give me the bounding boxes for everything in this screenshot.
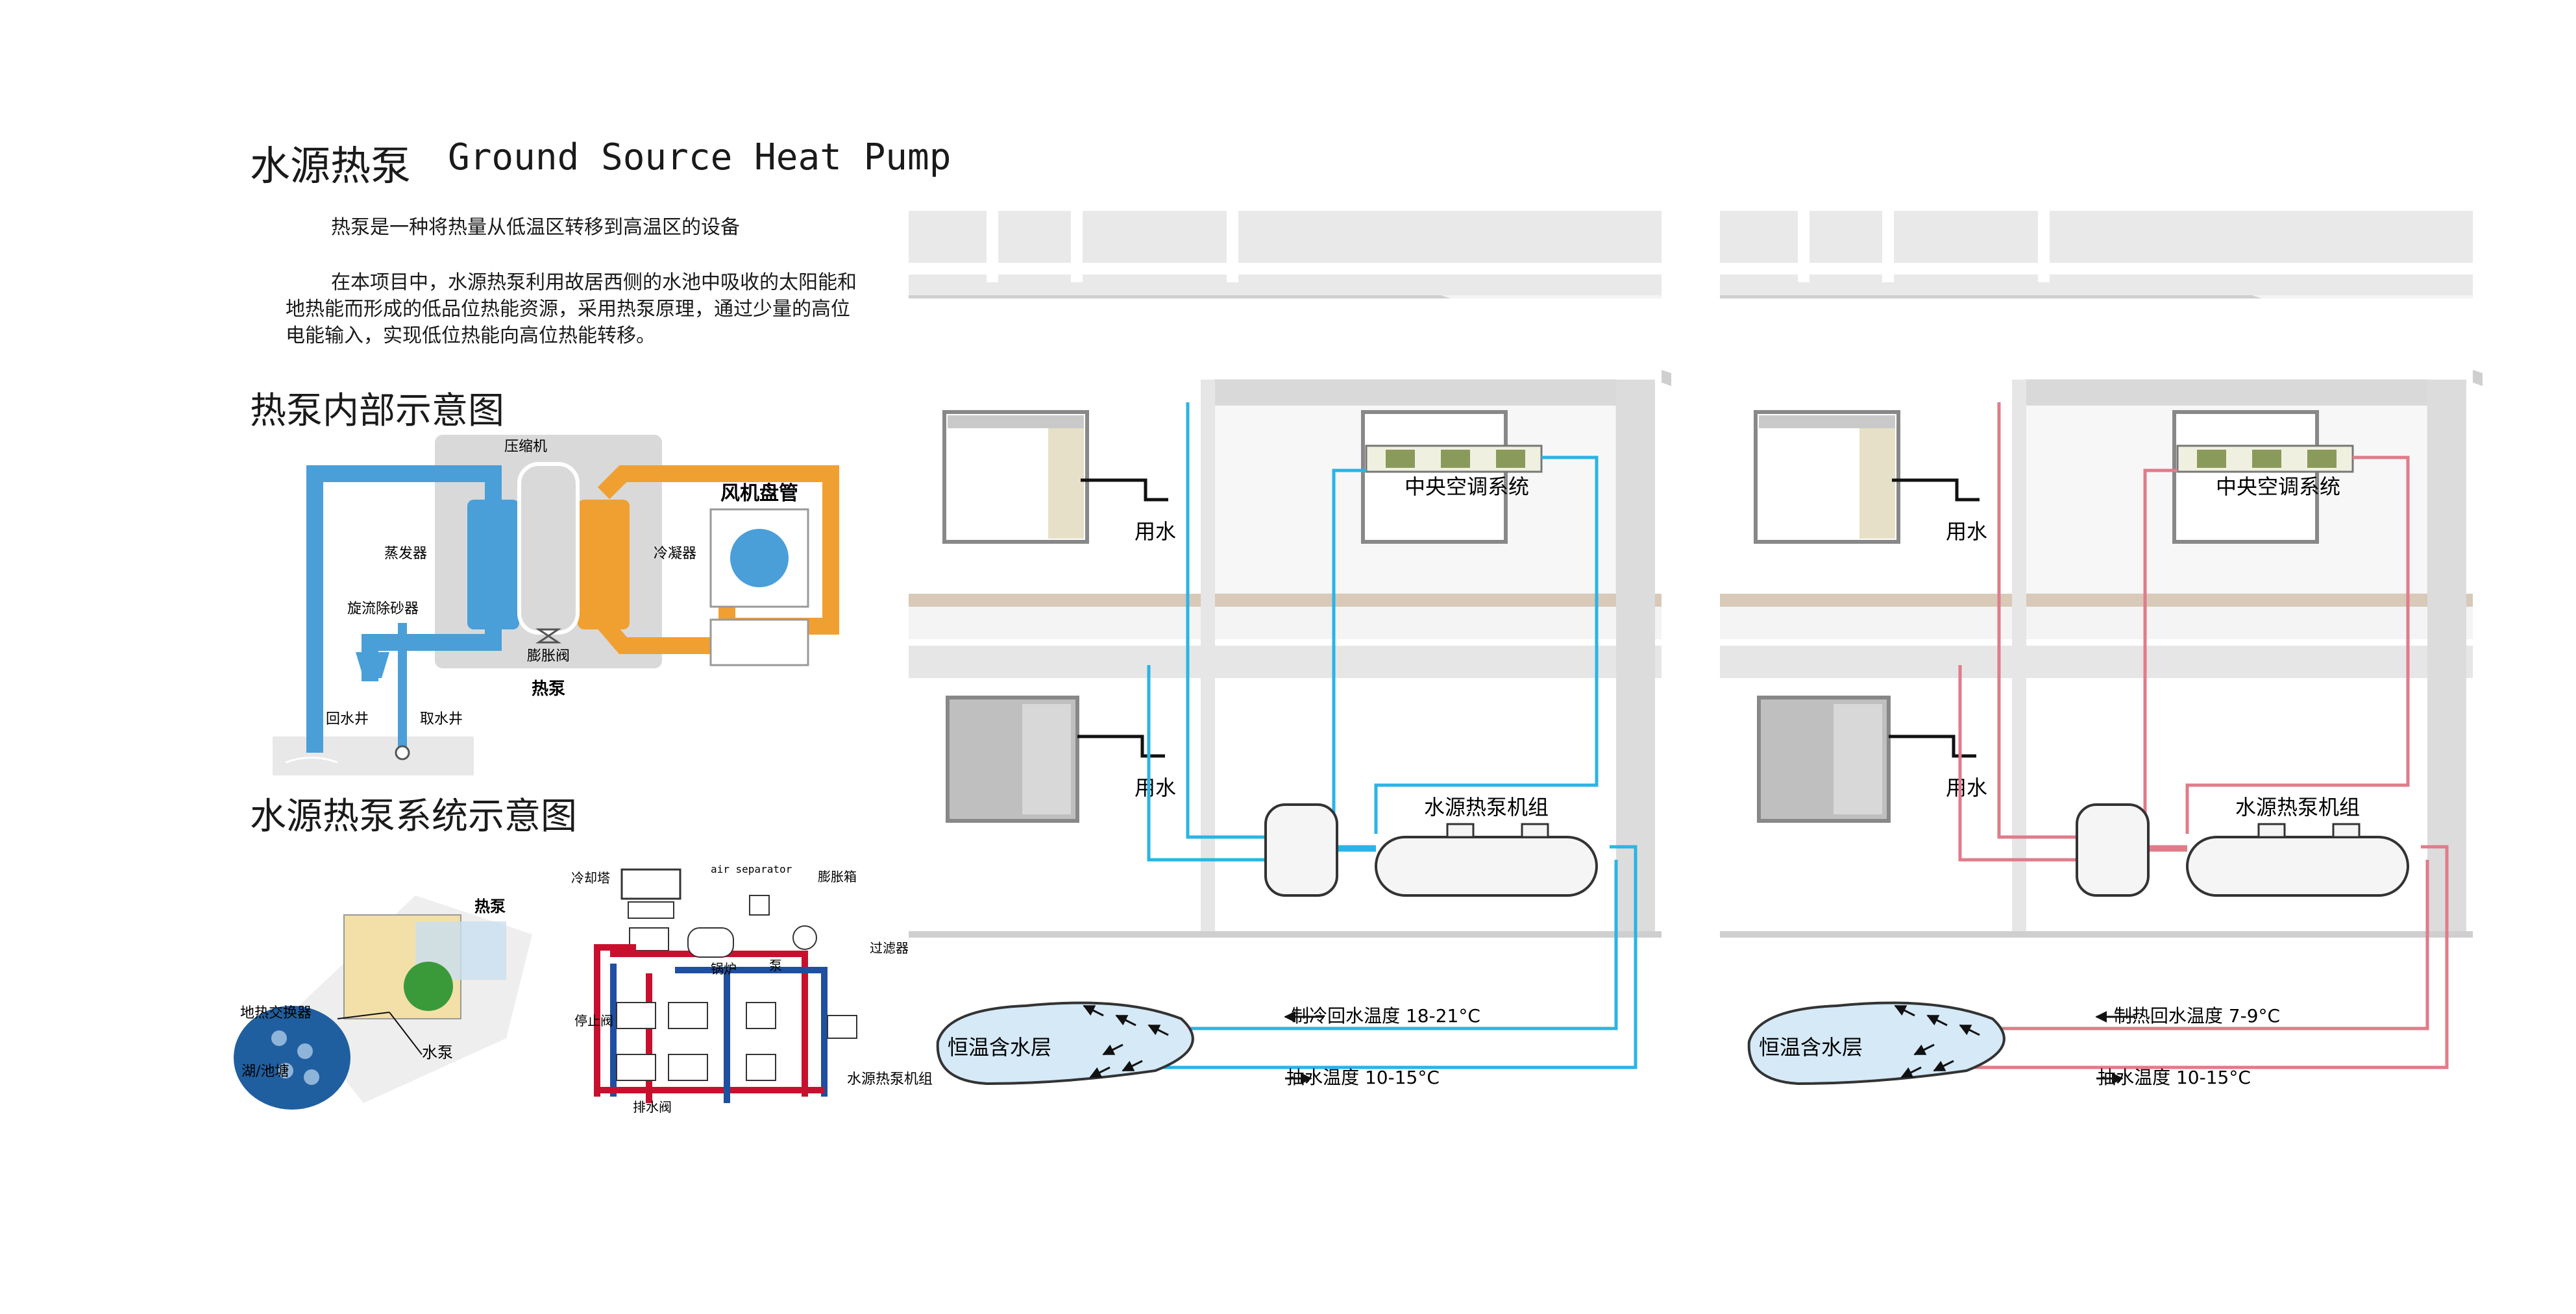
condenser-coil bbox=[578, 500, 630, 629]
cooling-tower-icon bbox=[620, 868, 681, 900]
pipe-water-use-lower bbox=[1958, 665, 2077, 862]
label-unit-group: 水源热泵机组 bbox=[847, 1071, 933, 1088]
column bbox=[2012, 380, 2026, 938]
label-expansion-valve: 膨胀阀 bbox=[527, 648, 570, 664]
column bbox=[1201, 380, 1215, 938]
desander bbox=[356, 652, 389, 678]
label-water-pump: 水泵 bbox=[422, 1043, 453, 1062]
pipe-aquifer-supply bbox=[1113, 860, 1618, 1030]
label-water-use-top: 用水 bbox=[1946, 519, 1987, 544]
tap-lower bbox=[1077, 735, 1165, 758]
fan-icon bbox=[726, 525, 792, 591]
label-check-valve: 停止阀 bbox=[574, 1013, 613, 1028]
page-title-cn: 水源热泵 bbox=[250, 142, 411, 189]
water-tank bbox=[1264, 803, 1338, 897]
label-water-use-top: 用水 bbox=[1135, 519, 1176, 544]
heat-pump-internal-diagram: 压缩机 蒸发器 冷凝器 风机盘管 旋流除砂器 膨胀阀 热泵 回水井 取水井 bbox=[273, 435, 839, 775]
evaporator-coil bbox=[467, 500, 519, 629]
expansion-tank-icon bbox=[749, 895, 770, 916]
label-central-ac: 中央空调系统 bbox=[1405, 474, 1529, 499]
tap-lower bbox=[1889, 735, 1976, 758]
pump-icon bbox=[792, 925, 817, 950]
refrigerant-loop bbox=[517, 462, 580, 635]
tap-upper bbox=[1081, 478, 1168, 502]
pipe-ac-supply bbox=[2143, 468, 2187, 849]
label-condenser: 冷凝器 bbox=[654, 546, 696, 562]
label-unit: 水源热泵机组 bbox=[1424, 795, 1549, 820]
label-desander: 旋流除砂器 bbox=[347, 601, 419, 617]
expansion-valve-symbol bbox=[535, 628, 561, 644]
tap-upper bbox=[1892, 478, 1980, 502]
intro-paragraph-2: 在本项目中，水源热泵利用故居西侧的水池中吸收的太阳能和地热能而形成的低品位热能资… bbox=[286, 271, 857, 347]
label-unit: 水源热泵机组 bbox=[2235, 795, 2360, 820]
boiler-icon bbox=[687, 927, 734, 958]
label-compressor: 压缩机 bbox=[504, 439, 547, 455]
label-water-use-bottom: 用水 bbox=[1946, 775, 1987, 800]
pipe-aquifer-supply bbox=[1924, 860, 2429, 1030]
ground-strip bbox=[273, 736, 474, 775]
floor-slab bbox=[909, 594, 1662, 607]
heat-pump-unit bbox=[2186, 836, 2409, 897]
label-aquifer: 恒温含水层 bbox=[1759, 1035, 1863, 1060]
label-aquifer: 恒温含水层 bbox=[948, 1035, 1051, 1060]
pipe-water-use-lower bbox=[1147, 665, 1266, 862]
heat-pump-unit bbox=[1375, 836, 1598, 897]
label-evaporator: 蒸发器 bbox=[384, 546, 427, 562]
label-drain-valve: 排水阀 bbox=[633, 1099, 672, 1115]
lake-shape bbox=[234, 1006, 350, 1110]
pipe-ac-return bbox=[1374, 456, 1599, 834]
label-return-well: 回水井 bbox=[326, 711, 369, 727]
page-title-en: Ground Source Heat Pump bbox=[448, 136, 951, 178]
label-fan-coil: 风机盘管 bbox=[720, 482, 798, 505]
pipe-water-use bbox=[1997, 402, 2077, 839]
section-title-system: 水源热泵系统示意图 bbox=[250, 796, 577, 838]
pipe-ac-return bbox=[2185, 456, 2410, 834]
label-pump: 泵 bbox=[769, 958, 782, 973]
label-ground-exchanger: 地热交换器 bbox=[240, 1005, 312, 1021]
label-intake-well: 取水井 bbox=[420, 711, 463, 727]
section-title-internal: 热泵内部示意图 bbox=[250, 390, 504, 432]
piping-schematic: 冷却塔 air separator 膨胀箱 锅炉 泵 过滤器 停止阀 排水阀 水… bbox=[571, 863, 933, 1115]
label-water-use-bottom: 用水 bbox=[1135, 775, 1176, 800]
tree-icon bbox=[404, 962, 453, 1011]
label-expansion-tank: 膨胀箱 bbox=[818, 869, 857, 884]
label-lake: 湖/池塘 bbox=[241, 1064, 289, 1080]
pipe-ac-supply bbox=[1332, 468, 1376, 849]
label-central-ac: 中央空调系统 bbox=[2216, 474, 2340, 499]
label-heat-pump: 热泵 bbox=[532, 679, 565, 699]
label-filter: 过滤器 bbox=[870, 940, 909, 956]
label-return-temp: 制热回水温度 7-9°C bbox=[2114, 1005, 2280, 1027]
label-air-separator: air separator bbox=[711, 863, 792, 875]
system-illustration: 热泵 地热交换器 湖/池塘 水泵 bbox=[234, 895, 532, 1110]
label-cooling-tower: 冷却塔 bbox=[571, 870, 610, 886]
pipe-water-use bbox=[1186, 402, 1266, 839]
pipe-aquifer-return bbox=[1924, 845, 2449, 1069]
intro-paragraph-1: 热泵是一种将热量从低温区转移到高温区的设备 bbox=[331, 216, 740, 239]
label-sys-heat-pump: 热泵 bbox=[474, 897, 506, 916]
floor-slab bbox=[1720, 594, 2473, 607]
label-boiler: 锅炉 bbox=[711, 961, 737, 977]
water-tank bbox=[2076, 803, 2150, 897]
pipe-aquifer-return bbox=[1113, 845, 1638, 1069]
